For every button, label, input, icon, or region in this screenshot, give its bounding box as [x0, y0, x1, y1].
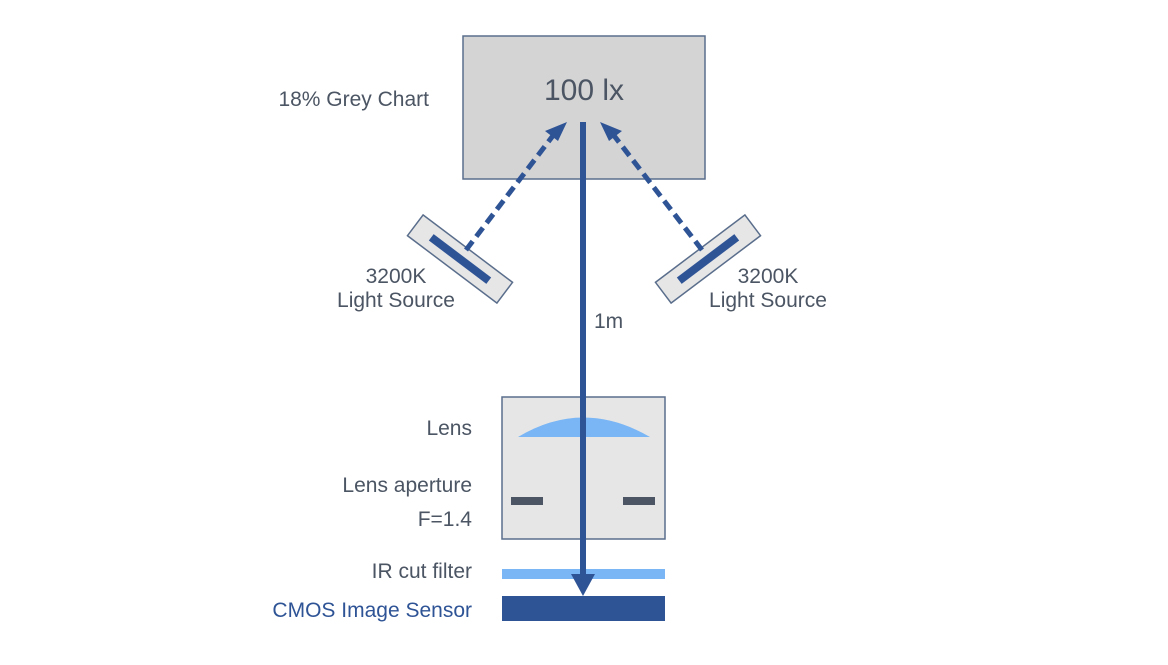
- light-source-left-line2: Light Source: [337, 289, 455, 312]
- light-source-right-line1: 3200K: [737, 265, 799, 288]
- lens-aperture-label: Lens aperture: [342, 474, 472, 497]
- light-beam-right: [610, 131, 704, 252]
- light-beam-left-arrowhead: [545, 122, 567, 141]
- grey-chart-label: 18% Grey Chart: [278, 88, 429, 111]
- light-beam-left: [464, 131, 557, 252]
- light-beam-right-arrowhead: [600, 122, 622, 141]
- cmos-sensor-label: CMOS Image Sensor: [272, 599, 472, 622]
- distance-label: 1m: [594, 310, 624, 333]
- ir-cut-filter-label: IR cut filter: [371, 560, 472, 583]
- light-source-right-line2: Light Source: [709, 289, 827, 312]
- aperture-mark-left: [511, 497, 543, 505]
- lens-label: Lens: [426, 417, 472, 440]
- intensity-label: 100 lx: [543, 74, 625, 107]
- f-number-label: F=1.4: [417, 508, 472, 531]
- light-source-left-line1: 3200K: [365, 265, 427, 288]
- light-source-right: [654, 213, 762, 305]
- optical-axis-arrowhead: [571, 574, 595, 596]
- aperture-mark-right: [623, 497, 655, 505]
- cmos-sensor: [502, 596, 665, 621]
